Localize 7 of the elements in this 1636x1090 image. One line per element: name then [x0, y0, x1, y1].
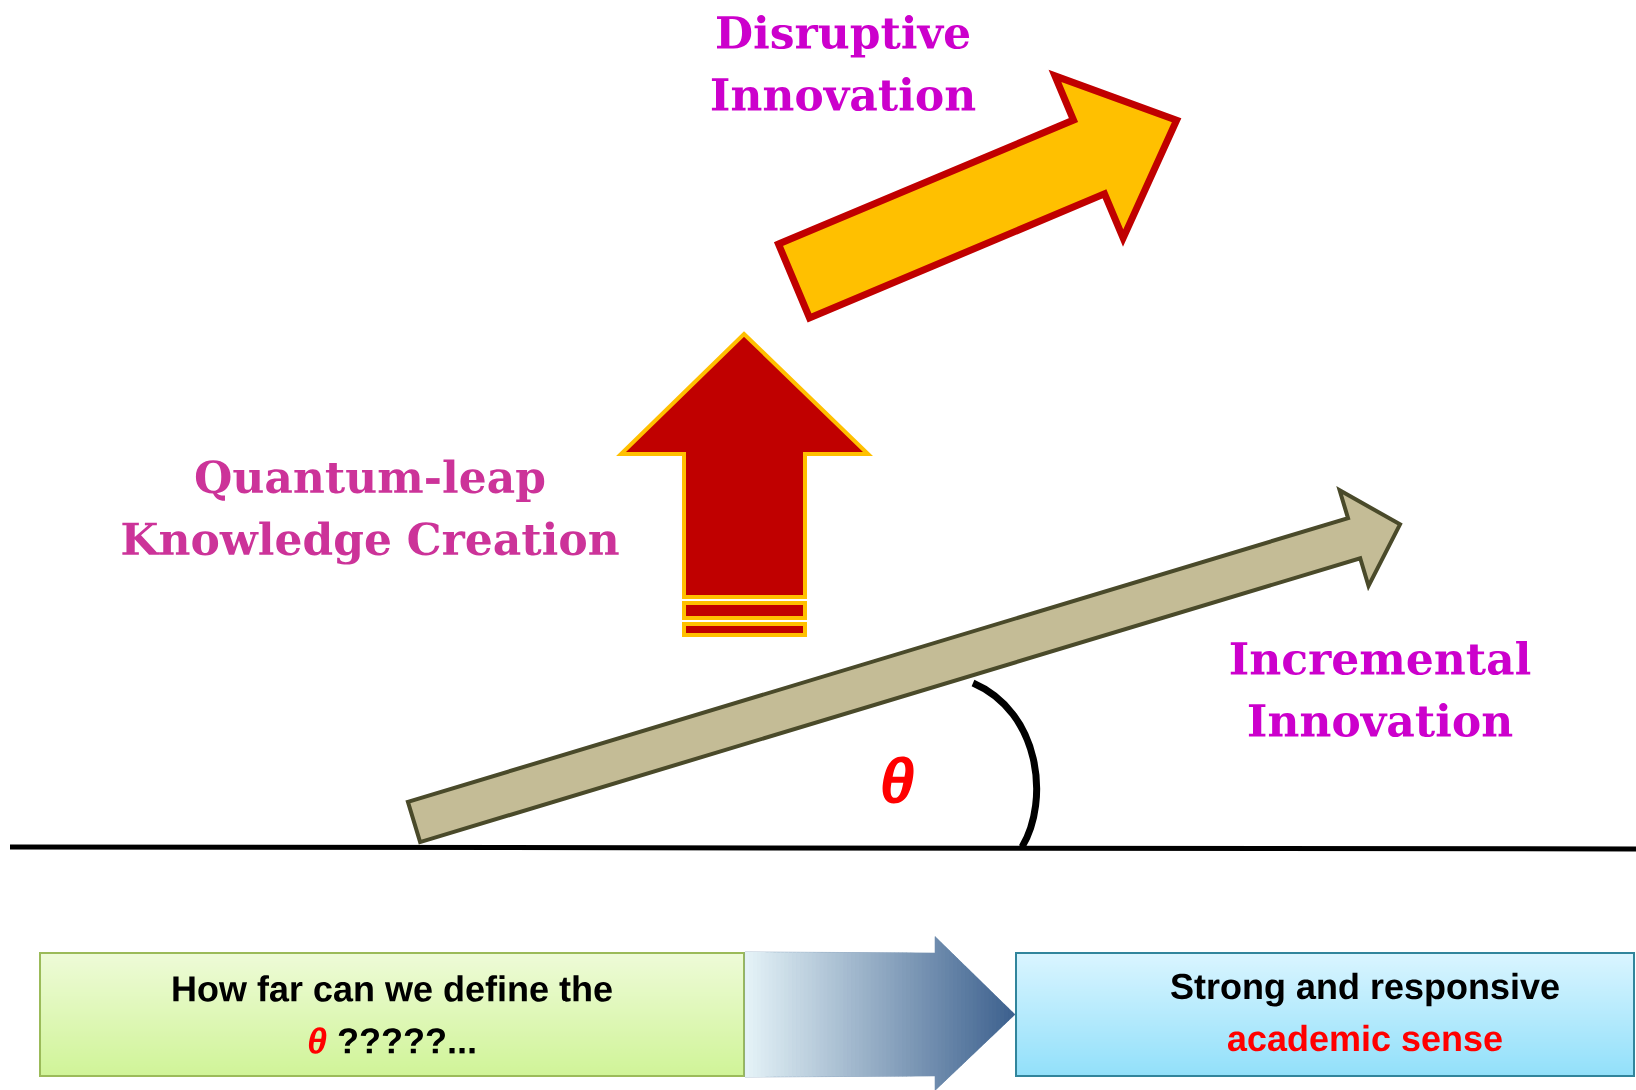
answer-box: Strong and responsive academic sense	[1015, 952, 1635, 1077]
innovation-label: Disruptive Innovation	[711, 14, 976, 111]
question-box: How far can we define the θ ?????...	[39, 952, 745, 1077]
innovation-label: Incremental Innovation	[1230, 640, 1531, 738]
innovation-label: Quantum-leap Knowledge Creation	[122, 459, 619, 565]
gradient-arrow	[744, 936, 1016, 1090]
angle-symbol: θ	[882, 756, 914, 804]
